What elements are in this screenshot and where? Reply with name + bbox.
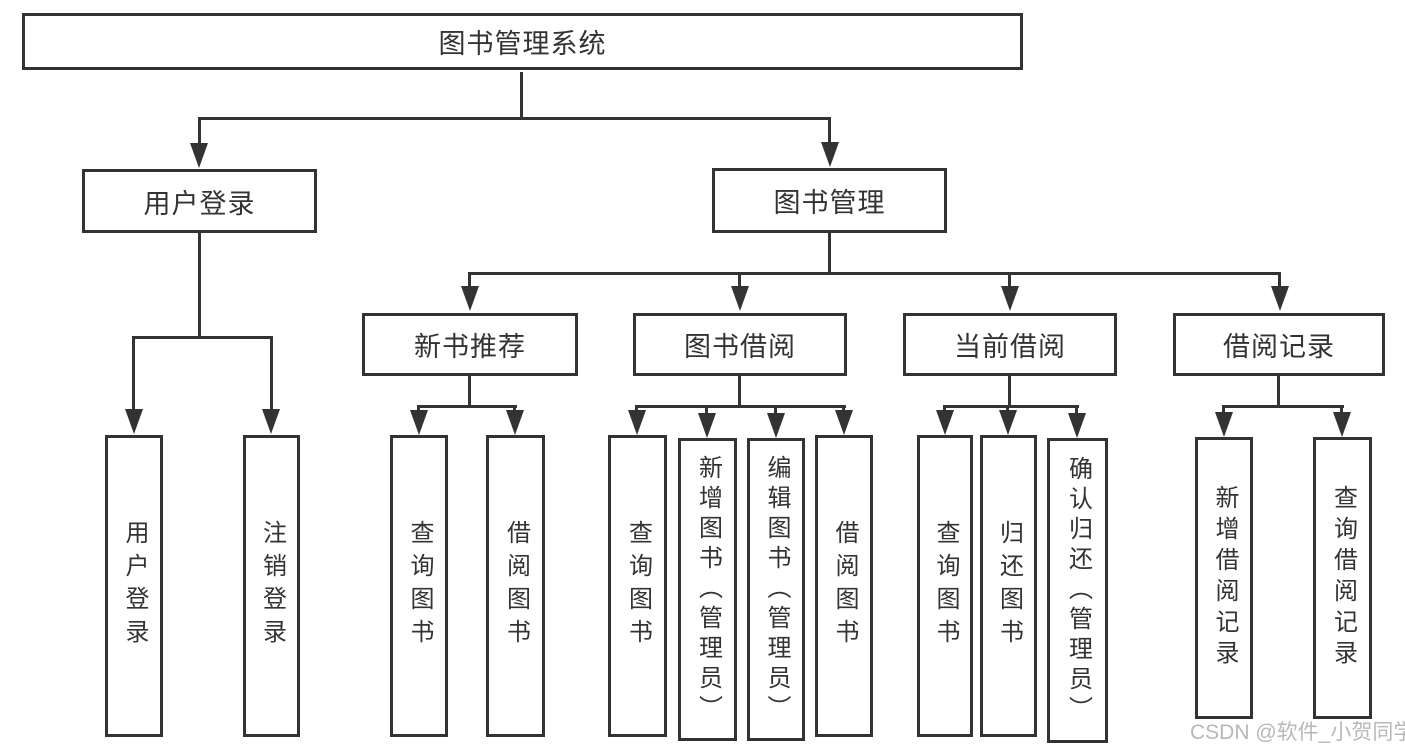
connector-line [198,117,831,120]
arrow-down-icon [731,286,749,311]
arrow-down-icon [461,286,479,311]
node-book-borrow-label: 图书借阅 [684,332,796,362]
connector-line [132,336,273,339]
connector-line [520,72,523,118]
node-leaf-query-book-2: 查询图书 [608,435,667,737]
connector-line [1075,405,1078,414]
node-borrow-record-label: 借阅记录 [1223,332,1335,362]
node-book-borrow: 图书借阅 [633,313,847,376]
connector-line [738,376,741,408]
node-leaf-logout-label: 注销登录 [258,520,286,652]
arrow-down-icon [1333,412,1351,437]
connector-line [1006,405,1009,412]
connector-line [943,405,1079,408]
node-book-management-label: 图书管理 [773,188,886,218]
arrow-down-icon [1001,286,1019,311]
node-leaf-confirm-return-label: 确认归还（管理员） [1064,455,1092,726]
node-leaf-logout: 注销登录 [243,435,300,737]
node-new-book-recommend-label: 新书推荐 [414,332,526,362]
node-leaf-query-book-3-label: 查询图书 [932,520,959,652]
node-leaf-add-borrow-record: 新增借阅记录 [1195,437,1253,719]
arrow-down-icon [1271,286,1289,311]
connector-line [270,336,273,411]
node-leaf-user-login-label: 用户登录 [121,520,148,652]
node-borrow-record: 借阅记录 [1173,313,1385,376]
connector-line [842,405,845,412]
node-user-login-label: 用户登录 [143,188,256,219]
node-leaf-edit-book-label: 编辑图书（管理员） [763,454,790,725]
watermark: CSDN @软件_小贺同学 [1190,721,1405,744]
node-leaf-borrow-book-2-label: 借阅图书 [831,520,858,652]
arrow-down-icon [835,410,853,435]
connector-line [1277,376,1280,408]
connector-line [943,405,946,412]
node-leaf-add-book: 新增图书（管理员） [678,438,737,741]
connector-line [132,336,135,411]
connector-line [774,405,777,414]
node-leaf-edit-book: 编辑图书（管理员） [747,438,805,741]
node-leaf-borrow-book-1: 借阅图书 [486,435,545,737]
connector-line [1340,405,1343,414]
arrow-down-icon [190,143,208,168]
connector-line [828,233,831,275]
connector-line [198,233,201,339]
node-root: 图书管理系统 [22,13,1023,70]
connector-line [1008,272,1011,288]
connector-line [468,272,1281,275]
node-new-book-recommend: 新书推荐 [362,313,578,376]
connector-line [417,405,517,408]
node-leaf-borrow-book-1-label: 借阅图书 [502,520,530,652]
node-leaf-user-login: 用户登录 [105,435,163,737]
node-leaf-return-book-label: 归还图书 [995,520,1023,652]
connector-line [1008,376,1011,408]
arrow-down-icon [506,410,524,435]
node-current-borrow-label: 当前借阅 [954,332,1066,362]
connector-line [1222,405,1225,414]
arrow-down-icon [125,409,143,434]
node-leaf-query-borrow-record-label: 查询借阅记录 [1329,485,1357,671]
arrow-down-icon [821,142,839,167]
node-leaf-add-borrow-record-label: 新增借阅记录 [1211,485,1238,671]
node-leaf-query-book-3: 查询图书 [917,435,973,737]
connector-line [468,376,471,408]
connector-line [1278,272,1281,288]
connector-line [828,117,831,144]
node-leaf-query-book-1-label: 查询图书 [406,520,433,652]
connector-line [1222,405,1344,408]
arrow-down-icon [262,409,280,434]
arrow-down-icon [698,413,716,438]
node-current-borrow: 当前借阅 [903,313,1117,376]
node-leaf-query-book-2-label: 查询图书 [624,520,652,652]
arrow-down-icon [1215,412,1233,437]
node-root-label: 图书管理系统 [438,29,607,59]
arrow-down-icon [767,413,785,438]
arrow-down-icon [628,410,646,435]
arrow-down-icon [999,410,1017,435]
connector-line [513,405,516,412]
node-user-login: 用户登录 [82,169,317,233]
connector-line [468,272,471,288]
node-leaf-query-borrow-record: 查询借阅记录 [1313,437,1372,719]
node-leaf-return-book: 归还图书 [980,435,1037,737]
connector-line [635,405,638,412]
arrow-down-icon [1068,413,1086,438]
node-leaf-confirm-return: 确认归还（管理员） [1047,438,1108,743]
connector-line [635,405,846,408]
node-book-management: 图书管理 [712,168,947,233]
node-leaf-borrow-book-2: 借阅图书 [815,435,873,737]
connector-line [417,405,420,412]
node-leaf-query-book-1: 查询图书 [390,435,448,737]
arrow-down-icon [936,410,954,435]
node-leaf-add-book-label: 新增图书（管理员） [694,454,722,725]
arrow-down-icon [410,410,428,435]
connector-line [705,405,708,414]
connector-line [198,117,201,145]
connector-line [738,272,741,288]
